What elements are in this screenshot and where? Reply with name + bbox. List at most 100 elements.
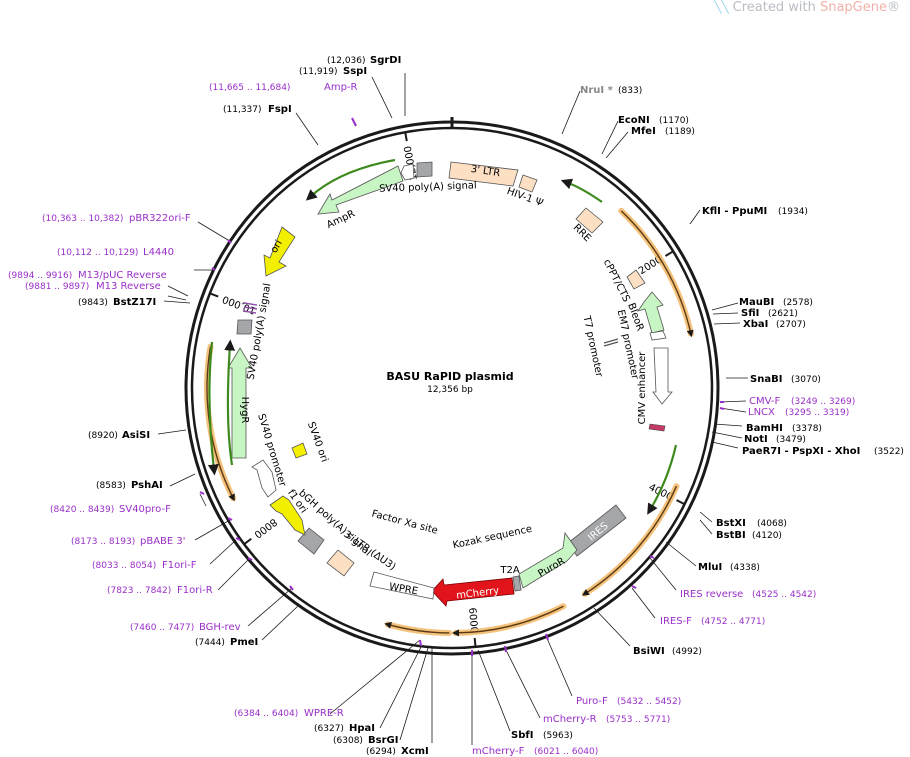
- site-name-bstxi: BstXI: [716, 518, 746, 529]
- site-name-l4440: L4440: [143, 247, 174, 258]
- feature-mcherry-shape: [431, 577, 515, 607]
- site-pos-cmvf: (3249 .. 3269): [791, 397, 855, 407]
- feature-t2a-shape: [512, 575, 522, 592]
- site-name-purof: Puro-F: [576, 696, 608, 707]
- site-pos-fspi: (11,337): [223, 105, 262, 115]
- feature-label-hygr: HygR: [239, 397, 250, 424]
- orf-arc-core: [582, 485, 678, 596]
- site-pos-pmei: (7444): [195, 638, 225, 648]
- site-name-mlui: MluI: [698, 562, 722, 573]
- direction-left: [207, 341, 219, 476]
- watermark-prefix: Created with: [732, 0, 820, 15]
- site-name-pmei: PmeI: [230, 637, 258, 648]
- plasmid-name: BASU RaPID plasmid: [386, 370, 513, 383]
- site-pos-bstbi: (4120): [752, 531, 782, 541]
- feature-em7-shape: [649, 330, 667, 341]
- site-pos-bsrgi: (6308): [333, 736, 363, 746]
- site-pos-maubi: (2578): [783, 298, 813, 308]
- site-pos-bamhi: (3378): [792, 424, 822, 434]
- site-name-f1orir: F1ori-R: [177, 585, 213, 596]
- site-name-sspi: SspI: [343, 66, 367, 77]
- site-pos-asisi: (8920): [88, 431, 118, 441]
- tick-mark: [244, 537, 252, 545]
- site-name-sgrdi: SgrDI: [370, 55, 401, 66]
- plasmid-size: 12,356 bp: [427, 385, 473, 395]
- site-name-iresf: IRES-F: [660, 616, 692, 627]
- tick-mark: [210, 292, 219, 298]
- site-name-bghrev: BGH-rev: [199, 622, 241, 633]
- snapgene-logo-icon: ╲╲: [714, 0, 729, 14]
- site-pos-noti: (3479): [776, 435, 806, 445]
- feature-label-sv40ori: SV40 ori: [305, 420, 330, 463]
- site-pos-wprer: (6384 .. 6404): [234, 709, 298, 719]
- direction-rre: [560, 178, 603, 203]
- site-pos-sbfi: (5963): [543, 731, 573, 741]
- site-pos-xbai: (2707): [776, 320, 806, 330]
- feature-3ltr-du3-shape: [326, 549, 355, 577]
- feature-wpre-shape: [369, 571, 435, 600]
- site-pos-xcmi: (6294): [366, 747, 396, 757]
- site-name-lncx: LNCX: [748, 407, 775, 418]
- feature-ampr-shape: [317, 165, 404, 215]
- site-name-kfli: KflI - PpuMI: [702, 206, 767, 217]
- orf-arc: [384, 621, 453, 636]
- site-name-nrui: NruI *: [580, 85, 614, 96]
- feature-ires-shape: [567, 504, 627, 557]
- site-name-iresrev: IRES reverse: [680, 589, 743, 600]
- direction-ires: [647, 444, 678, 515]
- site-name-xcmi: XcmI: [401, 746, 429, 757]
- site-pos-bsiwi: (4992): [672, 647, 702, 657]
- watermark-suffix: ®: [887, 0, 900, 15]
- site-name-bsrgi: BsrGI: [368, 735, 398, 746]
- orf-arc-core: [451, 605, 564, 637]
- site-name-ampr: Amp-R: [324, 82, 358, 93]
- site-pos-m13puc: (9894 .. 9916): [8, 271, 72, 281]
- site-name-bamhi: BamHI: [746, 423, 783, 434]
- site-name-wprer: WPRE-R: [304, 708, 344, 719]
- feature-hygr-shape: [227, 347, 253, 459]
- site-name-sfii: SfiI: [741, 308, 759, 319]
- orange-arcs: [204, 207, 694, 637]
- site-pos-f1orif: (8033 .. 8054): [92, 561, 156, 571]
- feature-sv40polya-top-shape: [416, 161, 433, 178]
- tick-label: 8000: [252, 516, 279, 540]
- site-pos-xhoi: (3522): [874, 447, 904, 457]
- feature-primer-cluster: [242, 302, 258, 314]
- site-name-noti: NotI: [744, 434, 768, 445]
- site-name-bstbi: BstBI: [716, 530, 746, 541]
- feature-label-t7: T7 promoter: [580, 314, 604, 379]
- site-pos-pbr322orif: (10,363 .. 10,382): [42, 214, 123, 224]
- feature-label-kozak: Kozak sequence: [452, 524, 533, 552]
- site-name-hpai: HpaI: [349, 723, 375, 734]
- site-pos-m13rev: (9881 .. 9897): [25, 282, 89, 292]
- feature-label-sv40polya-top: SV40 poly(A) signal: [379, 180, 477, 194]
- site-pos-snabi: (3070): [791, 375, 821, 385]
- feature-sv40polya-left-shape: [236, 319, 253, 335]
- site-pos-hpai: (6327): [314, 724, 344, 734]
- feature-label-3ltr: 3' LTR: [470, 164, 501, 179]
- site-pos-sspi: (11,919): [299, 67, 338, 77]
- site-name-bstz17i: BstZ17I: [113, 297, 156, 308]
- watermark-brand: SnapGene: [819, 0, 887, 15]
- tick-mark: [664, 250, 673, 257]
- feature-label-cmv: CMV enhancer: [637, 351, 648, 425]
- orf-arc-core: [620, 210, 694, 338]
- primer-ticks: [199, 117, 725, 656]
- site-name-pshai: PshAI: [131, 480, 163, 491]
- tick-mark: [473, 637, 477, 647]
- feature-label-cppt: cPPT/CTS: [601, 258, 632, 304]
- tick-label: 6000: [466, 607, 479, 633]
- site-pos-lncx: (3295 .. 3319): [785, 408, 849, 418]
- site-name-mfei: MfeI: [631, 126, 656, 137]
- direction-hygr: [224, 339, 236, 466]
- tick-mark: [676, 499, 685, 505]
- site-pos-iresrev: (4525 .. 4542): [752, 590, 816, 600]
- site-name-mcherryr: mCherry-R: [543, 714, 597, 725]
- feature-cmv-shape: [652, 347, 673, 405]
- feature-label-mcherry: mCherry: [456, 585, 500, 601]
- feature-puror-shape: [518, 531, 578, 589]
- site-name-mcherryf: mCherry-F: [472, 746, 525, 757]
- site-pos-sv40prof: (8420 .. 8439): [50, 505, 114, 515]
- site-name-econi: EcoNI: [618, 115, 650, 126]
- site-pos-mlui: (4338): [730, 563, 760, 573]
